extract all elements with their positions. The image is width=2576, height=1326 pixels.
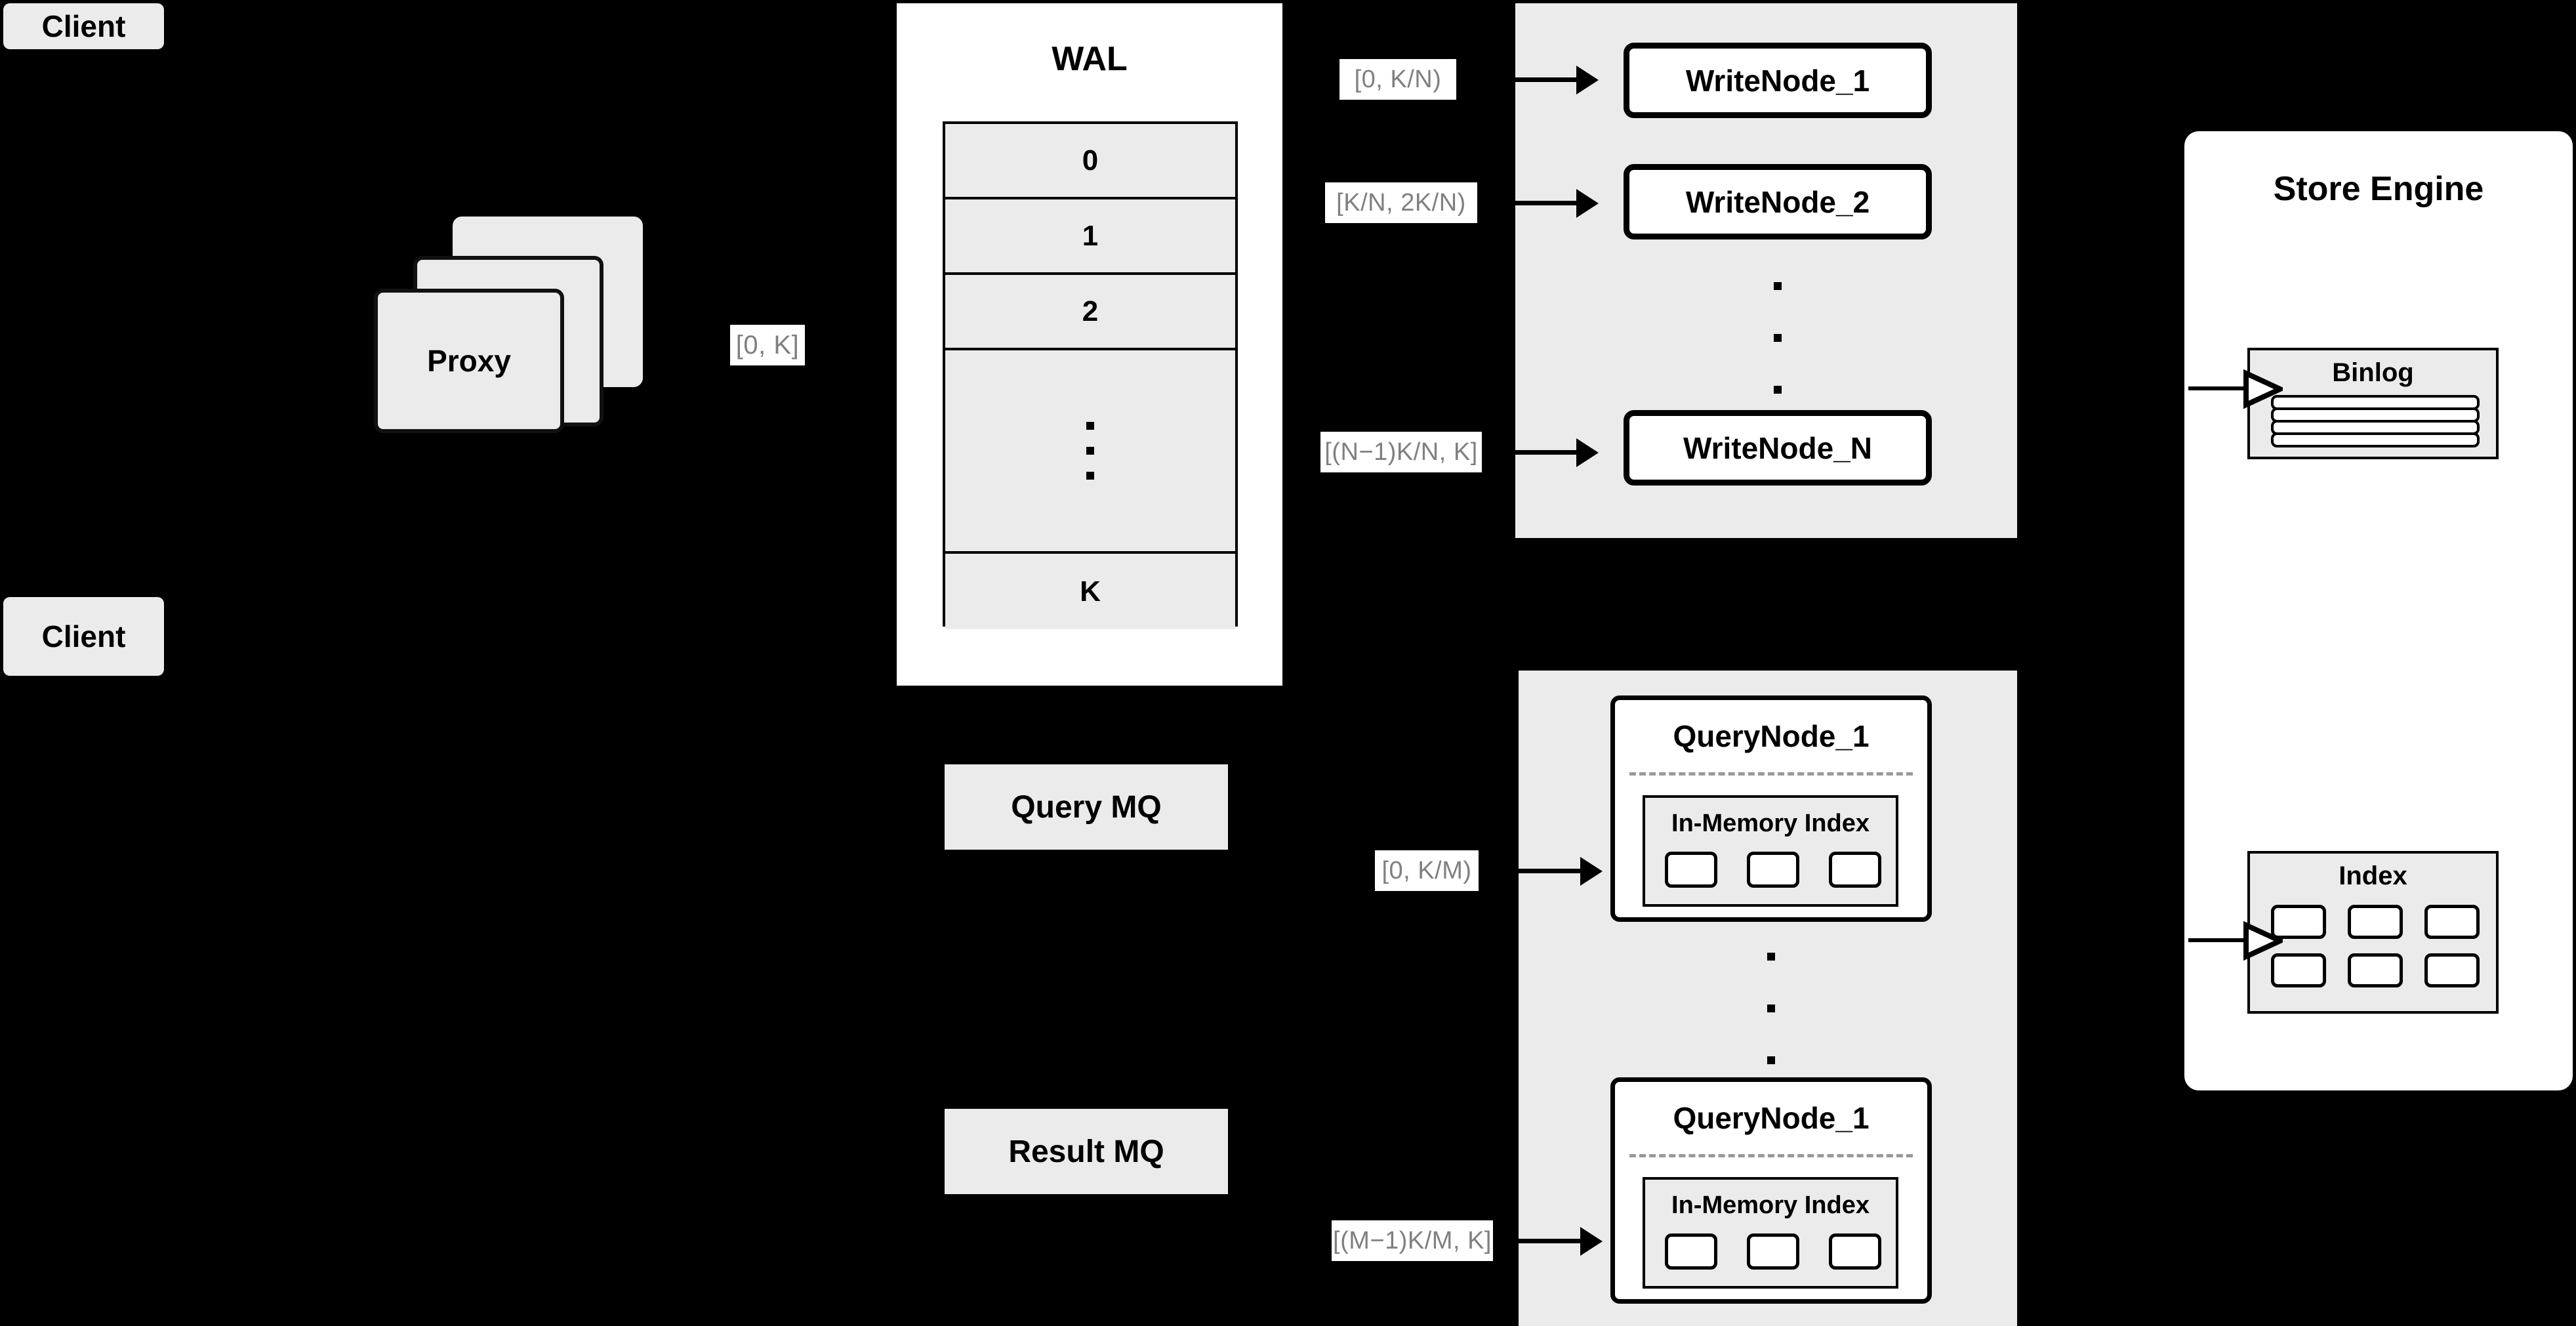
index-cell[interactable] [2348, 905, 2403, 939]
arrow-line-write-node-1 [1462, 77, 1576, 82]
index-cell[interactable] [1829, 1233, 1881, 1270]
write-node-2[interactable]: WriteNode_2 [1624, 164, 1932, 239]
index-cell[interactable] [2424, 953, 2480, 987]
in-memory-index-cells [1665, 852, 1881, 888]
edge-label-proxy-to-wal: [0, K] [730, 325, 805, 365]
ellipsis-dot [1767, 1005, 1775, 1012]
ellipsis-dot [1086, 422, 1094, 430]
edge-label-query-node-m: [(M−1)K/M, K] [1332, 1220, 1493, 1261]
index-grid [2271, 905, 2480, 987]
query-node-group: QueryNode_1 In-Memory Index [1519, 671, 2017, 1326]
index-grid-row [2271, 953, 2480, 987]
index-cell[interactable] [2271, 905, 2326, 939]
arrow-line-to-binlog [2188, 386, 2249, 390]
arrow-head-query-node-m [1580, 1227, 1603, 1256]
in-memory-index-panel-2: In-Memory Index [1643, 1177, 1898, 1289]
index-cell[interactable] [1829, 852, 1881, 888]
wal-row[interactable]: 0 [945, 124, 1235, 199]
write-node-group: WriteNode_1 WriteNode_2 WriteNode_N [1515, 3, 2017, 538]
ellipsis-dot [1086, 472, 1094, 480]
index-cell[interactable] [1747, 1233, 1799, 1270]
arrow-line-to-index [2188, 938, 2249, 942]
query-node-1[interactable]: QueryNode_1 In-Memory Index [1610, 695, 1932, 922]
ellipsis-dot [1774, 334, 1782, 342]
arrow-head-open-binlog [2243, 369, 2283, 409]
arrow-line-write-node-2 [1477, 201, 1576, 205]
wal-row-ellipsis [945, 350, 1235, 554]
query-node-separator [1629, 772, 1913, 776]
in-memory-index-panel-1: In-Memory Index [1643, 795, 1898, 907]
binlog-row[interactable] [2271, 432, 2480, 447]
client-box-1[interactable]: Client [3, 3, 164, 49]
wal-row[interactable]: K [945, 554, 1235, 629]
proxy-stack[interactable]: Proxy [374, 217, 669, 433]
client-box-2[interactable]: Client [3, 597, 164, 676]
query-node-separator [1629, 1154, 1913, 1157]
arrow-line-write-node-n [1482, 450, 1576, 455]
client-label: Client [41, 9, 126, 43]
wal-row[interactable]: 1 [945, 199, 1235, 275]
in-memory-index-label: In-Memory Index [1671, 1191, 1870, 1219]
query-node-label: QueryNode_1 [1673, 719, 1870, 753]
index-cell[interactable] [1665, 852, 1717, 888]
write-node-1[interactable]: WriteNode_1 [1624, 43, 1932, 118]
binlog-rows [2271, 395, 2480, 447]
arrow-head-write-node-2 [1576, 189, 1599, 218]
write-node-ellipsis [1768, 282, 1788, 394]
result-mq-label: Result MQ [1008, 1134, 1164, 1169]
proxy-card-front[interactable]: Proxy [374, 289, 564, 433]
wal-container: WAL 0 1 2 K [897, 3, 1282, 686]
index-cell[interactable] [2271, 953, 2326, 987]
index-cell[interactable] [2424, 905, 2480, 939]
query-mq-label: Query MQ [1011, 789, 1162, 825]
index-grid-row [2271, 905, 2480, 939]
edge-label-write-node-n: [(N−1)K/N, K] [1320, 432, 1482, 472]
ellipsis-dot [1767, 1056, 1775, 1064]
index-title: Index [2339, 861, 2407, 890]
store-engine-container: Store Engine Binlog Index [2184, 131, 2573, 1090]
arrow-head-query-node-1 [1580, 857, 1603, 886]
edge-label-write-node-1: [0, K/N) [1339, 59, 1456, 100]
query-mq-box[interactable]: Query MQ [945, 764, 1228, 850]
query-node-ellipsis [1761, 953, 1781, 1064]
store-engine-title: Store Engine [2273, 170, 2484, 208]
ellipsis-dot [1774, 282, 1782, 290]
arrow-head-write-node-1 [1576, 66, 1599, 94]
ellipsis-dot [1086, 447, 1094, 455]
wal-row[interactable]: 2 [945, 275, 1235, 350]
ellipsis-dot [1767, 953, 1775, 961]
index-cell[interactable] [1747, 852, 1799, 888]
write-node-n[interactable]: WriteNode_N [1624, 410, 1932, 486]
binlog-title: Binlog [2332, 358, 2414, 387]
write-node-label: WriteNode_N [1683, 430, 1872, 465]
in-memory-index-label: In-Memory Index [1671, 810, 1870, 837]
arrow-head-write-node-n [1576, 438, 1599, 467]
index-cell[interactable] [2348, 953, 2403, 987]
edge-label-query-node-1: [0, K/M) [1375, 850, 1479, 891]
arrow-line-query-node-m [1493, 1239, 1580, 1243]
index-cell[interactable] [1665, 1233, 1717, 1270]
write-node-label: WriteNode_1 [1685, 63, 1870, 98]
wal-title: WAL [1052, 40, 1128, 78]
result-mq-box[interactable]: Result MQ [945, 1109, 1228, 1194]
binlog-panel: Binlog [2247, 348, 2499, 459]
arrow-head-open-index [2243, 921, 2283, 961]
ellipsis-dot [1774, 386, 1782, 394]
index-panel: Index [2247, 851, 2499, 1014]
edge-label-write-node-2: [K/N, 2K/N) [1325, 182, 1477, 223]
client-label: Client [41, 619, 126, 653]
in-memory-index-cells [1665, 1233, 1881, 1270]
query-node-label: QueryNode_1 [1673, 1101, 1870, 1135]
query-node-m[interactable]: QueryNode_1 In-Memory Index [1610, 1077, 1932, 1304]
arrow-line-query-node-1 [1479, 869, 1580, 873]
wal-table: 0 1 2 K [943, 121, 1238, 629]
write-node-label: WriteNode_2 [1685, 184, 1870, 219]
proxy-label: Proxy [427, 344, 511, 378]
